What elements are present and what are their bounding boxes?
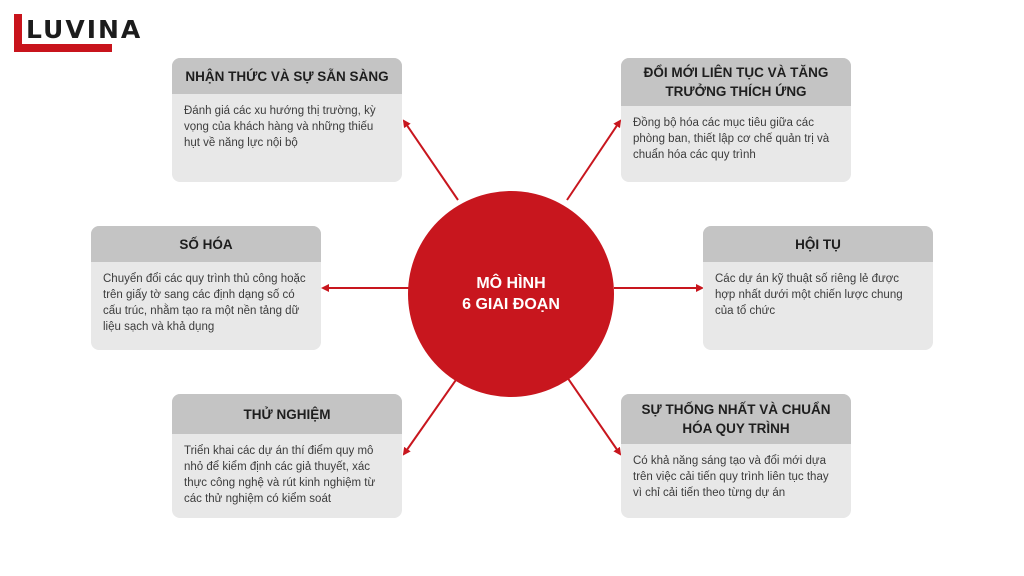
logo-mark-vertical [14,14,22,52]
arrow-to-awareness [402,119,459,201]
stage-box-standardization: SỰ THỐNG NHẤT VÀ CHUẨN HÓA QUY TRÌNH Có … [621,394,851,518]
stage-title: SỐ HÓA [91,226,321,262]
center-title-line1: MÔ HÌNH [476,275,546,292]
stage-description: Có khả năng sáng tạo và đổi mới dựa trên… [633,455,829,499]
stage-description: Đánh giá các xu hướng thị trường, kỳ vọn… [184,105,376,149]
stage-box-awareness: NHẬN THỨC VÀ SỰ SẴN SÀNG Đánh giá các xu… [172,58,402,182]
stage-box-digitization: SỐ HÓA Chuyển đổi các quy trình thủ công… [91,226,321,350]
arrow-to-standardization [566,376,622,456]
stage-description: Các dự án kỹ thuật số riêng lẻ được hợp … [715,273,903,317]
center-circle: MÔ HÌNH 6 GIAI ĐOẠN [408,191,614,397]
stage-description: Triển khai các dự án thí điểm quy mô nhỏ… [184,445,376,505]
arrow-to-innovation [566,119,622,201]
luvina-logo: LUVINA [14,14,140,54]
stage-title: ĐỔI MỚI LIÊN TỤC VÀ TĂNG TRƯỞNG THÍCH ỨN… [621,58,851,106]
logo-mark-horizontal [14,44,112,52]
center-title-line2: 6 GIAI ĐOẠN [462,296,560,313]
arrow-to-experiment [402,376,459,456]
stage-title: THỬ NGHIỆM [172,394,402,434]
stage-title: HỘI TỤ [703,226,933,262]
stage-title: NHẬN THỨC VÀ SỰ SẴN SÀNG [172,58,402,94]
stage-description: Chuyển đổi các quy trình thủ công hoặc t… [103,273,306,333]
stage-box-innovation: ĐỔI MỚI LIÊN TỤC VÀ TĂNG TRƯỞNG THÍCH ỨN… [621,58,851,182]
stage-description: Đồng bộ hóa các mục tiêu giữa các phòng … [633,117,830,161]
logo-text: LUVINA [26,15,143,44]
stage-box-convergence: HỘI TỤ Các dự án kỹ thuật số riêng lẻ đư… [703,226,933,350]
stage-box-experiment: THỬ NGHIỆM Triển khai các dự án thí điểm… [172,394,402,518]
stage-title: SỰ THỐNG NHẤT VÀ CHUẨN HÓA QUY TRÌNH [621,394,851,444]
